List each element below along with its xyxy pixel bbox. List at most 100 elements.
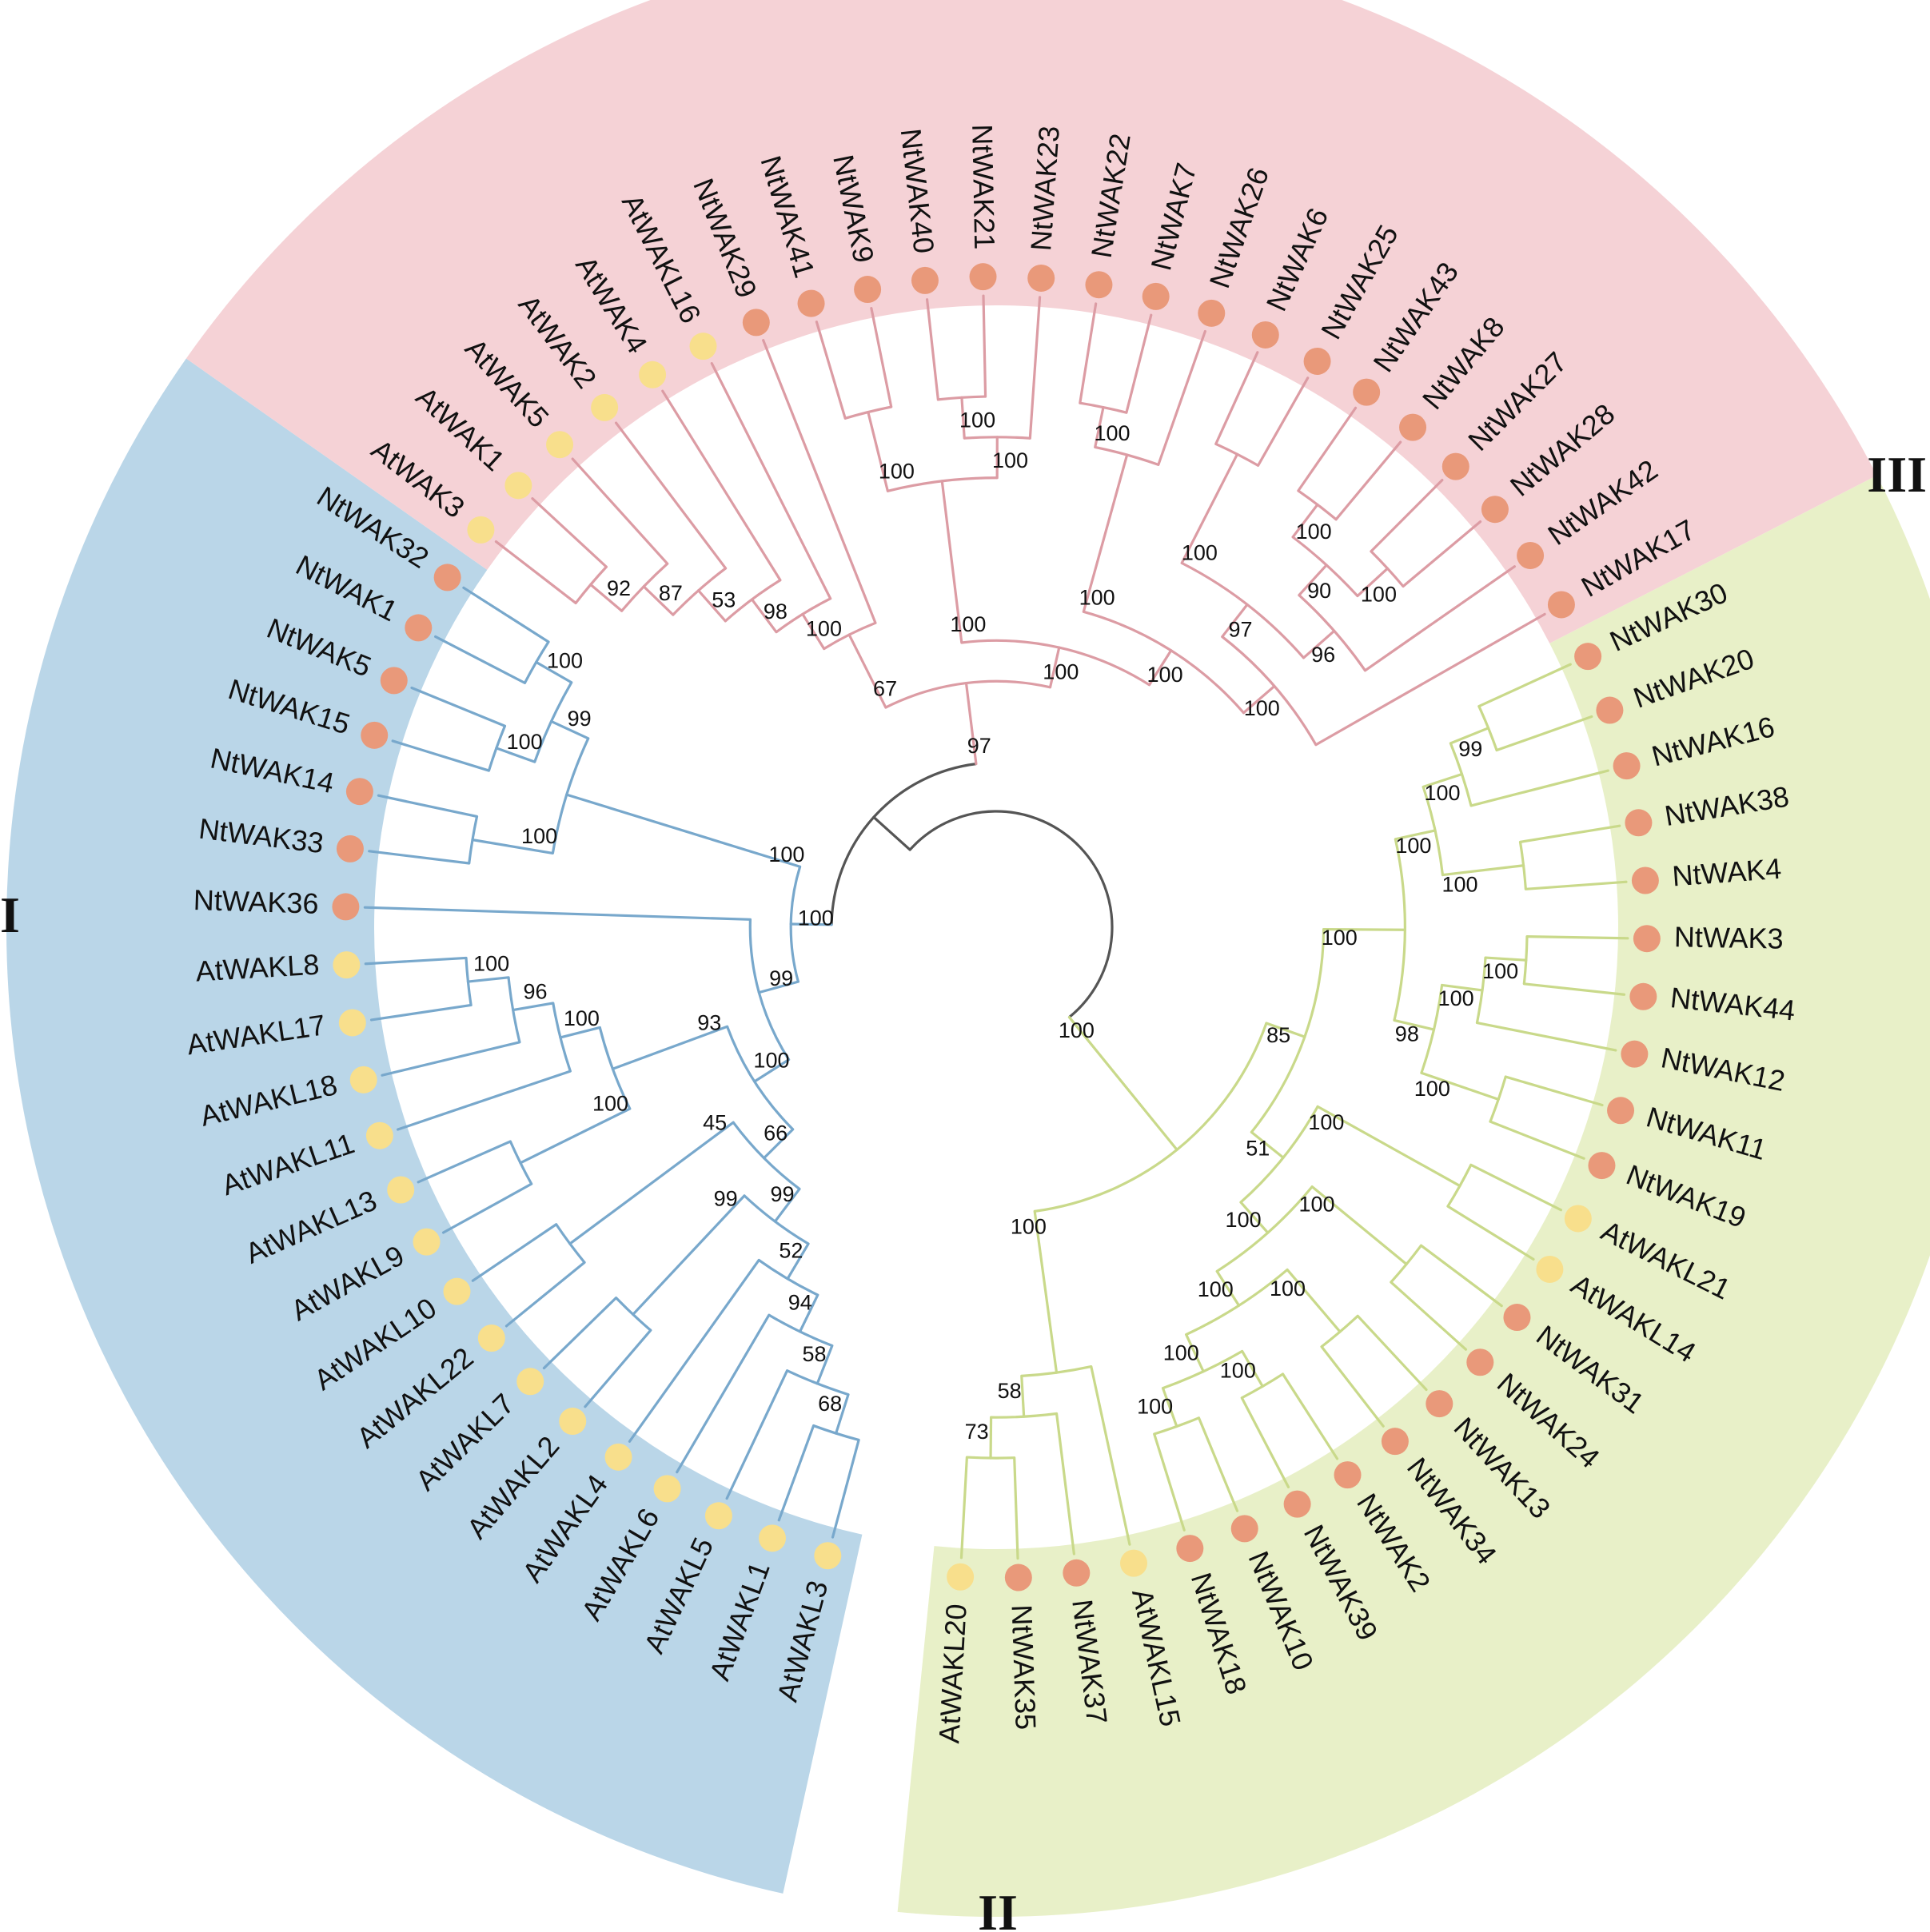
bootstrap-value: 100 <box>507 730 543 754</box>
bootstrap-value: 99 <box>714 1186 738 1210</box>
branch-line <box>471 839 555 854</box>
nt-marker <box>1399 413 1427 441</box>
at-marker <box>546 431 574 459</box>
nt-marker <box>1466 1348 1494 1376</box>
branch-line <box>535 660 573 684</box>
branch-arc <box>887 476 998 492</box>
branch-line <box>847 633 887 709</box>
branch-line <box>1334 440 1402 521</box>
branch-line <box>417 1140 512 1184</box>
bootstrap-value: 100 <box>753 1049 789 1073</box>
branch-line <box>1420 1071 1500 1101</box>
branch-line <box>1419 1244 1503 1308</box>
branch-line <box>494 540 577 605</box>
branch-line <box>1240 1396 1290 1488</box>
branch-arc <box>555 1223 586 1264</box>
branch-arc <box>1298 594 1366 671</box>
branch-line <box>1489 1120 1585 1160</box>
branch-line <box>1394 829 1437 841</box>
branch-line <box>960 396 966 440</box>
bootstrap-value: 100 <box>1424 781 1460 805</box>
branch-arc <box>672 567 727 616</box>
branch-arc <box>1181 561 1305 659</box>
branch-arc <box>508 1141 533 1185</box>
branch-line <box>835 1393 850 1435</box>
bootstrap-value: 100 <box>547 649 583 673</box>
nt-marker <box>433 564 461 592</box>
branch-line <box>1048 646 1061 689</box>
branch-line <box>568 1121 735 1245</box>
bootstrap-value: 100 <box>1414 1077 1450 1101</box>
nt-marker <box>1176 1535 1204 1563</box>
bootstrap-value: 100 <box>959 408 995 432</box>
branch-line <box>1390 1281 1468 1351</box>
at-marker <box>814 1542 842 1570</box>
bootstrap-value: 98 <box>764 600 788 623</box>
bootstrap-value: 100 <box>798 906 834 930</box>
branch-line <box>801 612 826 651</box>
bootstrap-value: 100 <box>1182 541 1218 565</box>
branch-line <box>925 298 939 401</box>
clade-label-i: I <box>0 886 20 943</box>
branch-line <box>368 850 471 865</box>
branch-line <box>1316 1105 1461 1188</box>
branch-line <box>611 1025 729 1070</box>
nt-marker <box>1503 1304 1531 1332</box>
branch-line <box>397 1070 572 1131</box>
branch-line <box>542 1297 618 1370</box>
branch-line <box>1185 1332 1205 1373</box>
bootstrap-value: 99 <box>770 1182 794 1206</box>
branch-line <box>786 1242 810 1281</box>
branch-line <box>1242 684 1276 715</box>
branch-line <box>369 1003 473 1022</box>
at-marker <box>559 1408 587 1436</box>
at-marker <box>333 951 361 979</box>
at-marker <box>349 1066 377 1093</box>
branch-line <box>1291 503 1319 539</box>
branch-line <box>1221 603 1249 639</box>
nt-marker <box>1251 321 1279 349</box>
leaf-label: NtWAK21 <box>966 124 1001 250</box>
bootstrap-value: 97 <box>1228 617 1252 641</box>
branch-arc <box>1321 1315 1359 1348</box>
at-marker <box>477 1325 505 1352</box>
branch-line <box>1180 452 1239 564</box>
leaf-label: NtWAK4 <box>1671 852 1782 893</box>
branch-arc <box>1422 786 1445 875</box>
bootstrap-value: 100 <box>1011 1215 1047 1239</box>
nt-marker <box>1596 696 1624 724</box>
bootstrap-value: 92 <box>607 576 631 600</box>
branch-line <box>1469 1163 1562 1212</box>
branch-line <box>870 306 893 408</box>
branch-arc <box>768 1313 833 1347</box>
bootstrap-value: 98 <box>1395 1022 1419 1046</box>
branch-line <box>1440 983 1484 992</box>
branch-line <box>757 980 800 994</box>
branch-line <box>504 1261 586 1328</box>
nt-marker <box>1631 866 1659 894</box>
bootstrap-value: 100 <box>1147 663 1183 687</box>
bootstrap-value: 58 <box>998 1379 1022 1403</box>
branch-line <box>584 1328 652 1408</box>
branch-line <box>982 294 987 398</box>
at-marker <box>413 1228 441 1256</box>
branch-arc <box>574 566 608 604</box>
branch-arc <box>1393 839 1406 1021</box>
bootstrap-value: 100 <box>1059 1018 1095 1042</box>
branch-line <box>1504 1075 1604 1107</box>
nt-marker <box>854 276 882 304</box>
bootstrap-value: 100 <box>1137 1394 1173 1418</box>
branch-line <box>1522 982 1626 996</box>
branch-line <box>1484 956 1528 962</box>
branch-line <box>519 1107 632 1165</box>
at-marker <box>1564 1205 1592 1233</box>
branch-line <box>642 585 675 616</box>
at-marker <box>1536 1255 1564 1283</box>
bootstrap-value: 100 <box>1198 1277 1234 1301</box>
branch-line <box>940 480 963 644</box>
branch-line <box>549 719 590 740</box>
bootstrap-value: 100 <box>1395 834 1431 858</box>
branch-arc <box>1083 610 1245 714</box>
clade-label-iii: III <box>1867 446 1927 503</box>
branch-line <box>1310 1185 1408 1266</box>
